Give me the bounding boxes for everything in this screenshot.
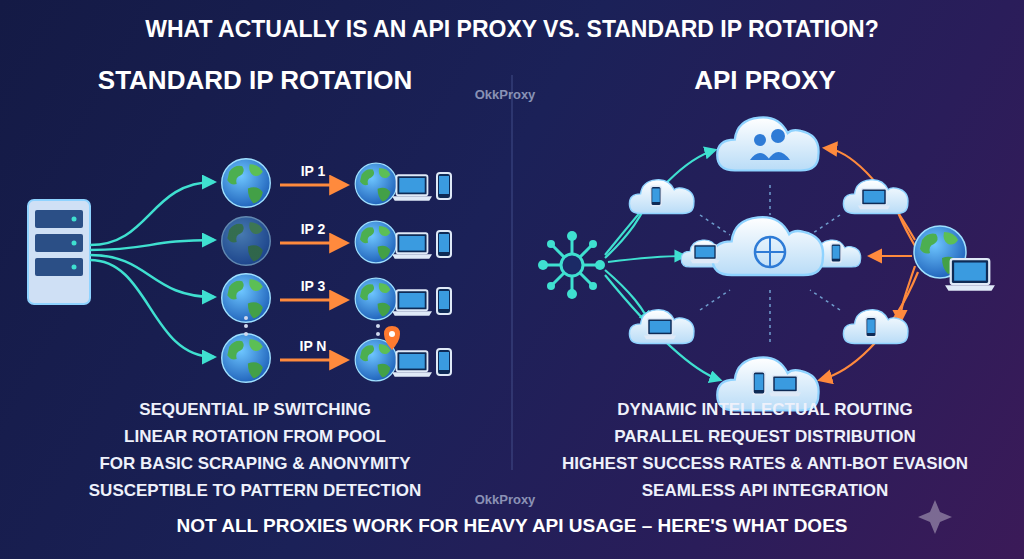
feature-line: SEQUENTIAL IP SWITCHING <box>139 400 371 420</box>
caption: NOT ALL PROXIES WORK FOR HEAVY API USAGE… <box>177 515 848 537</box>
feature-line: LINEAR ROTATION FROM POOL <box>124 427 386 447</box>
feature-line: HIGHEST SUCCESS RATES & ANTI-BOT EVASION <box>562 454 968 474</box>
panel-heading: API PROXY <box>694 66 836 96</box>
panel-heading: STANDARD IP ROTATION <box>98 66 412 96</box>
feature-line: PARALLEL REQUEST DISTRIBUTION <box>614 427 916 447</box>
ip-label: IP N <box>300 338 327 354</box>
feature-line: DYNAMIC INTELLECTUAL ROUTING <box>617 400 912 420</box>
title: WHAT ACTUALLY IS AN API PROXY VS. STANDA… <box>145 16 878 42</box>
feature-line: SEAMLESS API INTEGRATION <box>642 481 889 501</box>
ip-label: IP 2 <box>301 221 326 237</box>
feature-line: SUSCEPTIBLE TO PATTERN DETECTION <box>89 481 421 501</box>
ip-label: IP 3 <box>301 278 326 294</box>
watermark: OkkProxy <box>475 88 536 103</box>
ip-label: IP 1 <box>301 163 326 179</box>
feature-line: FOR BASIC SCRAPING & ANONYMITY <box>99 454 410 474</box>
watermark: OkkProxy <box>475 493 536 508</box>
